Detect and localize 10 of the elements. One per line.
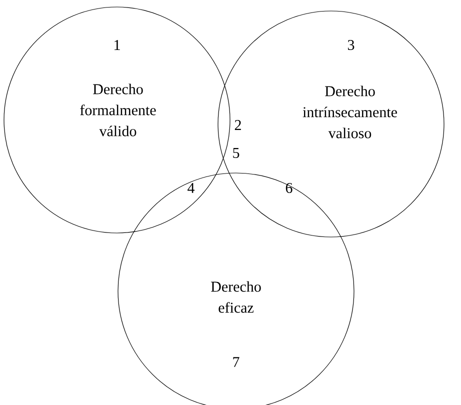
region-number: 3	[348, 40, 354, 50]
circle-label: Derecho intrínsecamente valioso	[302, 86, 397, 138]
region-number: 6	[286, 182, 292, 194]
region-number: 7	[233, 357, 240, 367]
region-number: 4	[188, 183, 195, 193]
circle-label: Derecho eficaz	[211, 281, 261, 313]
region-number: 5	[233, 148, 240, 158]
region-number: 1	[114, 40, 120, 50]
circle-label: Derecho formalmente válido	[80, 84, 156, 136]
region-number: 2	[234, 120, 241, 130]
